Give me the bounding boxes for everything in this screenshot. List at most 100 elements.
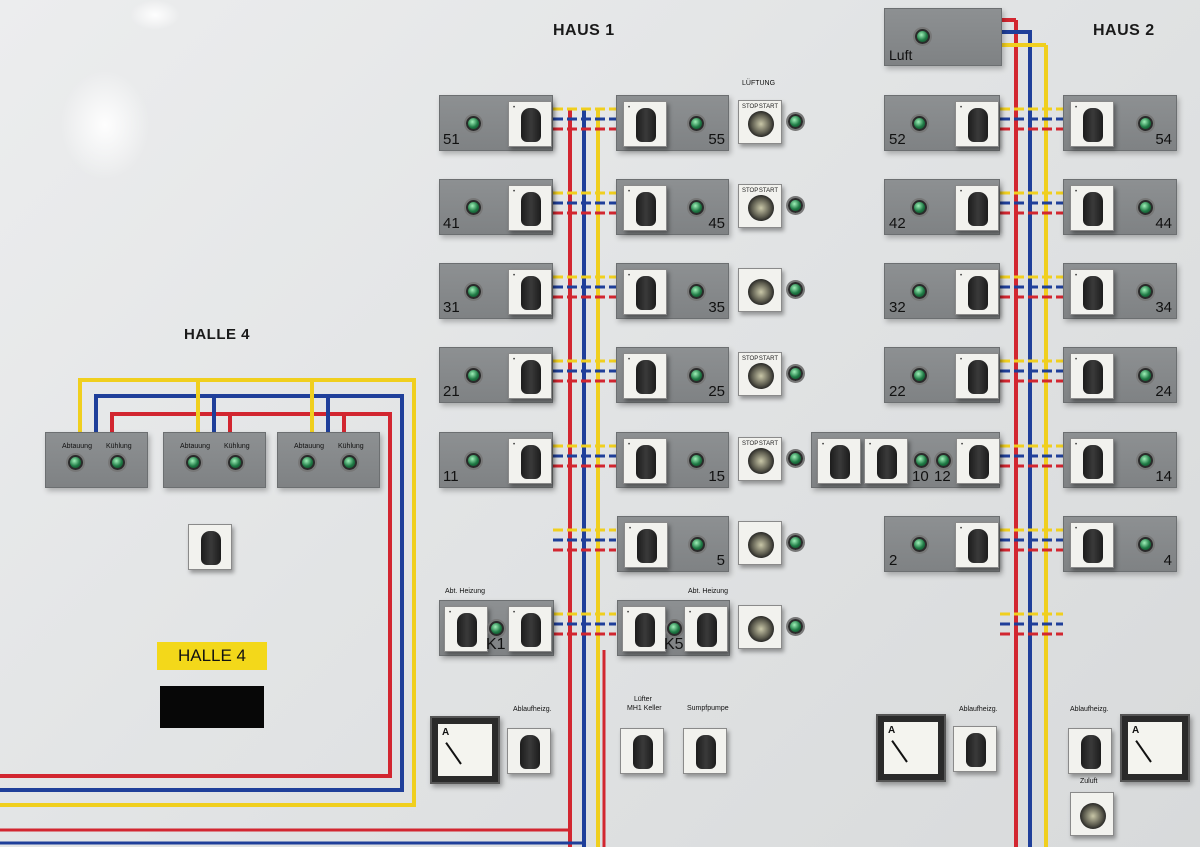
bottom-rotary-switch[interactable] [620, 728, 664, 774]
indicator-lamp [1138, 116, 1153, 131]
kuehlung-label: Kühlung [338, 443, 364, 450]
haus2-right-plate: •4 [1063, 516, 1177, 572]
haus2-left-plate: • 32 [884, 263, 1000, 319]
rotary-switch[interactable]: • [955, 185, 999, 231]
haus2-right-plate: •24 [1063, 347, 1177, 403]
indicator-lamp [1138, 284, 1153, 299]
haus1-mid-plate: •55 [616, 95, 729, 151]
indicator-lamp [912, 368, 927, 383]
rotary-switch[interactable]: • [956, 438, 1000, 484]
heizung-switch[interactable]: • [684, 606, 728, 652]
rotary-switch[interactable]: • [623, 269, 667, 315]
rotary-switch[interactable]: • [955, 269, 999, 315]
indicator-lamp [466, 116, 481, 131]
plate-number: 5 [716, 552, 725, 569]
stop-label: STOP [742, 441, 759, 447]
plate-number: 44 [1155, 215, 1172, 232]
rotary-switch[interactable]: • [1070, 269, 1114, 315]
abtauung-label: Abtauung [62, 443, 92, 450]
ammeter-symbol: A [442, 727, 450, 738]
selector-switch[interactable]: • [864, 438, 908, 484]
bottom-rotary-switch[interactable] [683, 728, 727, 774]
rotary-switch[interactable]: • [623, 353, 667, 399]
bottom-rotary-switch[interactable] [507, 728, 551, 774]
halle4-main-switch[interactable] [188, 524, 232, 570]
selector-switch[interactable]: • [817, 438, 861, 484]
plate-number: 25 [708, 383, 725, 400]
plate-number: 54 [1155, 131, 1172, 148]
ammeter-face: A [884, 722, 938, 774]
indicator-lamp [342, 455, 357, 470]
rotary-switch[interactable]: • [623, 101, 667, 147]
plate-number: 51 [443, 131, 460, 148]
haus1-left-plate: •11 [439, 432, 553, 488]
stop-start-button[interactable] [738, 268, 782, 312]
indicator-lamp [489, 621, 504, 636]
switch-marking-icon: • [960, 526, 963, 532]
ammeter: A [430, 716, 500, 784]
rotary-switch[interactable]: • [508, 185, 552, 231]
stop-start-button[interactable] [738, 521, 782, 565]
rotary-switch[interactable]: • [623, 438, 667, 484]
switch-marking-icon: • [1075, 526, 1078, 532]
zuluft-button[interactable] [1070, 792, 1114, 836]
plate-number: 15 [708, 468, 725, 485]
switch-marking-icon: • [513, 357, 516, 363]
haus1-mid-plate: • 15 [616, 432, 729, 488]
heizung-switch[interactable]: • [444, 606, 488, 652]
indicator-lamp [110, 455, 125, 470]
bottom-rotary-switch[interactable] [953, 726, 997, 772]
ammeter-face: A [438, 724, 492, 776]
rotary-switch[interactable]: • [1070, 353, 1114, 399]
switch-marking-icon: • [960, 357, 963, 363]
switch-marking-icon: • [960, 273, 963, 279]
switch-marking-icon: • [513, 189, 516, 195]
rotary-switch[interactable]: • [508, 606, 552, 652]
indicator-lamp [689, 453, 704, 468]
ammeter-symbol: A [888, 725, 896, 736]
plate-number: 4 [1163, 552, 1172, 569]
haus2-right-plate: •14 [1063, 432, 1177, 488]
indicator-lamp [788, 282, 803, 297]
haus1-heading: HAUS 1 [553, 22, 615, 39]
switch-marking-icon: • [1075, 189, 1078, 195]
switch-marking-icon: • [628, 273, 631, 279]
rotary-switch[interactable]: • [955, 101, 999, 147]
bottom-rotary-switch[interactable] [1068, 728, 1112, 774]
luft-plate: Luft [884, 8, 1002, 66]
ablaufheizg-label: Ablaufheizg. [513, 706, 552, 713]
rotary-switch[interactable]: • [1070, 101, 1114, 147]
halle4-heading: HALLE 4 [184, 326, 251, 343]
rotary-switch[interactable]: • [1070, 185, 1114, 231]
haus1-left-plate: •31 [439, 263, 553, 319]
stop-start-button[interactable] [738, 605, 782, 649]
rotary-switch[interactable]: • [508, 438, 552, 484]
indicator-lamp [912, 116, 927, 131]
plate-number: 32 [889, 299, 906, 316]
rotary-switch[interactable]: • [623, 185, 667, 231]
switch-marking-icon: • [513, 610, 516, 616]
plate-number: 42 [889, 215, 906, 232]
rotary-switch[interactable]: • [622, 606, 666, 652]
rotary-switch[interactable]: • [955, 353, 999, 399]
rotary-switch[interactable]: • [508, 353, 552, 399]
rotary-switch[interactable]: • [1070, 438, 1114, 484]
rotary-switch[interactable]: • [508, 101, 552, 147]
rotary-switch[interactable]: • [624, 522, 668, 568]
abt-heizung-label: Abt. Heizung [688, 588, 729, 595]
rotary-switch[interactable]: • [1070, 522, 1114, 568]
rotary-switch[interactable]: • [508, 269, 552, 315]
ammeter: A [876, 714, 946, 782]
lueftung-label: LÜFTUNG [742, 80, 776, 87]
start-label: START [758, 441, 778, 447]
plate-number: 52 [889, 131, 906, 148]
rotary-switch[interactable]: • [955, 522, 999, 568]
